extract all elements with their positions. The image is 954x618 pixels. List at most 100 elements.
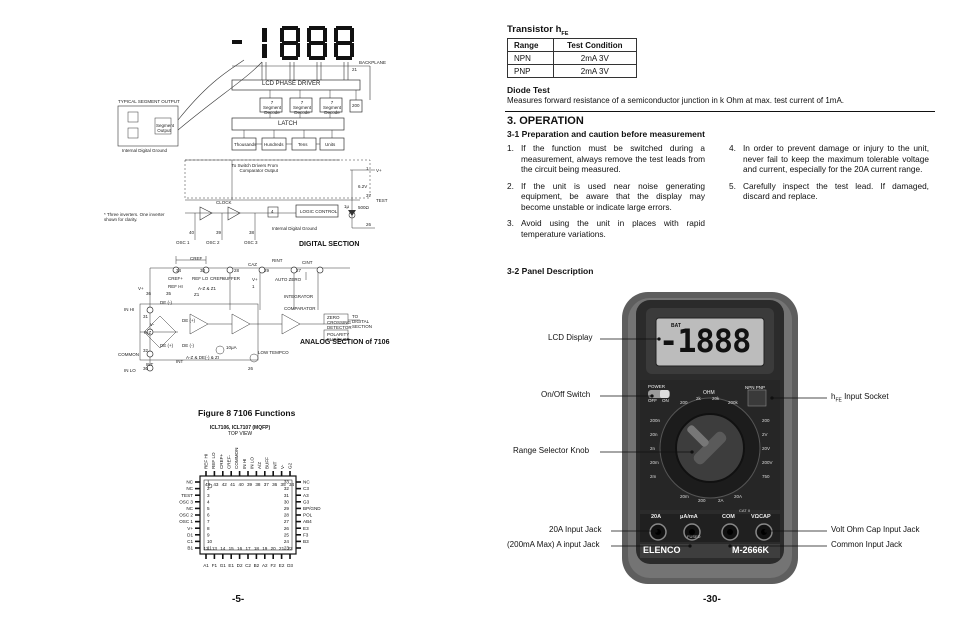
meter-off-label: OFF <box>648 398 657 403</box>
chip-pin-label: F3 <box>303 532 309 537</box>
list-item-number: 3. <box>507 218 514 228</box>
chip-pin-label: A3 <box>303 493 309 498</box>
chip-pin-label: REF LO <box>211 452 216 469</box>
svg-text:20V: 20V <box>762 446 770 451</box>
caution-list-right: 4.In order to prevent damage or injury t… <box>729 143 929 208</box>
chip-pin-number: 44 <box>205 482 211 487</box>
chip-pin-label: NC <box>186 480 193 485</box>
azdei-label: A-Z & DE(-) & ZI <box>186 355 219 360</box>
chip-pin-number: 18 <box>254 546 260 551</box>
chip-pin-label: B1 <box>187 546 193 551</box>
low-tempco-label: LOW TEMPCO <box>258 350 289 355</box>
res-label: 500Ω <box>358 205 369 210</box>
table-cell: PNP <box>507 64 554 78</box>
pin-32-label: 32 <box>143 348 149 353</box>
polarity-label: POLARITY FLIP/FLOP <box>327 332 350 342</box>
pin-38-label: 38 <box>249 230 255 235</box>
chip-pin-number: 14 <box>220 546 226 551</box>
chip-pin-number: 26 <box>284 526 290 531</box>
chip-pin-number: 20 <box>271 546 277 551</box>
chip-pin-label: NC <box>186 486 193 491</box>
chip-pin-number: 6 <box>207 513 210 518</box>
table-cell: NPN <box>507 51 554 65</box>
chip-pin-label: BP/GND <box>303 506 321 511</box>
chip-pin-number: 7 <box>207 519 210 524</box>
chip-pin-number: 40 <box>239 482 245 487</box>
pin-27-label: 27 <box>296 268 302 273</box>
list-item-text: In order to prevent damage or injury to … <box>743 143 929 174</box>
callout-lcd-display: LCD Display <box>548 333 593 342</box>
zero-crossing-label: ZERO CROSSING DETECTOR <box>327 315 352 330</box>
svg-text:20m: 20m <box>680 494 689 499</box>
chip-inner <box>203 479 293 551</box>
chip-pin-label: G2 <box>288 462 293 469</box>
callout-onoff-switch: On/Off Switch <box>541 390 591 399</box>
div4-label: 4 <box>271 209 274 214</box>
chip-pin-label: POL <box>303 513 313 518</box>
vminus-label: V- <box>150 322 155 327</box>
analog-vplus-1: V+ <box>138 286 144 291</box>
chip-body <box>199 475 297 555</box>
operation-title: 3. OPERATION <box>507 115 584 127</box>
chip-pin-number: 32 <box>284 486 290 491</box>
chip-pin-label: C1 <box>187 539 193 544</box>
cint-label: CINT <box>302 260 313 265</box>
chip-pin-number: 5 <box>207 506 210 511</box>
svg-text:2V: 2V <box>762 432 768 437</box>
units-label: Units <box>325 142 336 147</box>
auto-zero-label: AUTO ZERO <box>275 277 302 282</box>
chip-pin-label: C2 <box>245 563 251 568</box>
svg-text:200k: 200k <box>728 400 739 405</box>
chip-pin-number: 30 <box>284 499 290 504</box>
callout-range-selector: Range Selector Knob <box>513 446 590 455</box>
chip-pin-number: 4 <box>207 499 210 504</box>
list-item: 4.In order to prevent damage or injury t… <box>729 143 929 175</box>
chip-pin-label: IN HI <box>242 459 247 469</box>
thousands-label: Thousands <box>234 142 257 147</box>
chip-pin-label: A1 <box>203 563 209 568</box>
internal-digital-ground-label-1: Internal Digital Ground <box>122 148 168 153</box>
chip-pin-number: 24 <box>284 539 290 544</box>
pin-39-label: 39 <box>216 230 222 235</box>
chip-pin-label: INT <box>272 461 277 469</box>
integrator-label: INTEGRATOR <box>284 294 314 299</box>
chip-pin-number: 41 <box>230 482 236 487</box>
vplus-analog: V+ <box>252 277 258 282</box>
chip-pin-number: 19 <box>262 546 268 551</box>
decoder-1-label: 7 Segment Decode <box>262 100 281 115</box>
svg-text:2k: 2k <box>696 396 702 401</box>
chip-pin-label: D3 <box>287 563 293 568</box>
chip-pin-number: 42 <box>222 482 228 487</box>
chip-pin-number: 2 <box>207 486 210 491</box>
list-item-number: 1. <box>507 143 514 153</box>
pin-28-label: 28 <box>234 268 240 273</box>
table-cell: 2mA 3V <box>552 51 638 65</box>
left-page: BACKPLANE LCD PHASE DRIVER 7 Segment Dec… <box>104 26 390 605</box>
list-item-text: Avoid using the unit in places with rapi… <box>521 218 705 239</box>
chip-pin-label: F2 <box>271 563 277 568</box>
table-cell: 2mA 3V <box>552 64 638 78</box>
section-divider <box>505 111 935 112</box>
backplane-label: BACKPLANE <box>359 60 387 65</box>
chip-pin-number: 11 <box>207 546 212 551</box>
pin-36-label: 36 <box>146 291 152 296</box>
chip-pin-number: 17 <box>245 546 251 551</box>
jack-v-label: VΩCAP <box>751 514 771 520</box>
list-item-text: If the unit is used near noise generatin… <box>521 180 705 212</box>
chip-pin-number: 37 <box>264 482 270 487</box>
meter-model: M-2666K <box>732 545 770 555</box>
ten-ua-digital: 1μ <box>344 204 350 209</box>
vplus-label: V+ <box>376 168 382 173</box>
meter-power-label: POWER <box>648 384 666 389</box>
list-item-number: 5. <box>729 180 736 191</box>
chip-pin-number: 38 <box>255 482 261 487</box>
list-item-text: If the function must be switched during … <box>521 143 705 174</box>
az-z1-label: A-Z & Z1 <box>198 286 217 291</box>
chip-pin-label: V- <box>280 464 285 469</box>
buffer-label: BUFFER <box>222 276 240 281</box>
chip-pin-label: B2 <box>254 563 260 568</box>
chip-pin-label: REF HI <box>204 454 209 469</box>
analog-section-title: ANALOG SECTION of 7106 <box>300 339 390 346</box>
chip-pin-number: 9 <box>207 532 210 537</box>
